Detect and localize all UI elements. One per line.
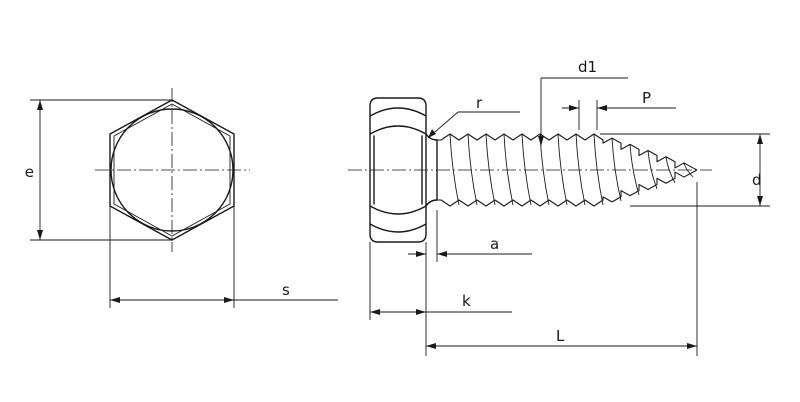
hex-head-side: [369, 97, 427, 243]
label-s: s: [282, 281, 290, 299]
thread-helix-line: [557, 133, 568, 206]
dimension-d1: d1: [538, 58, 628, 146]
thread-helix-lines: [449, 133, 694, 206]
label-a: a: [490, 235, 499, 253]
label-d1: d1: [578, 58, 597, 76]
dimension-d: d: [600, 133, 770, 207]
dimension-L: L: [426, 182, 698, 356]
label-P: P: [642, 89, 651, 107]
thread-helix-line: [629, 144, 640, 196]
thread-helix-line: [485, 133, 496, 206]
thread-helix-line: [611, 138, 622, 202]
dimension-k: k: [369, 242, 512, 356]
thread-helix-line: [521, 133, 532, 206]
thread-crest-top: [437, 133, 698, 171]
dimension-r: r: [427, 94, 520, 139]
dimension-e: e: [25, 99, 172, 241]
thread-helix-line: [467, 133, 478, 206]
dimension-s: s: [109, 206, 338, 308]
screw-side-view: [348, 97, 712, 243]
label-d: d: [752, 171, 762, 189]
thread-crest-bottom: [437, 169, 698, 207]
thread-helix-line: [503, 133, 514, 206]
label-k: k: [462, 292, 471, 310]
hex-head-end-view: [95, 88, 250, 252]
thread-helix-line: [575, 133, 586, 206]
thread-helix-line: [449, 133, 460, 206]
label-L: L: [556, 327, 565, 345]
label-e: e: [25, 163, 34, 181]
thread-helix-line: [593, 133, 604, 206]
dimension-a: a: [408, 210, 532, 262]
dimension-P: P: [562, 89, 676, 130]
label-r: r: [476, 94, 483, 112]
